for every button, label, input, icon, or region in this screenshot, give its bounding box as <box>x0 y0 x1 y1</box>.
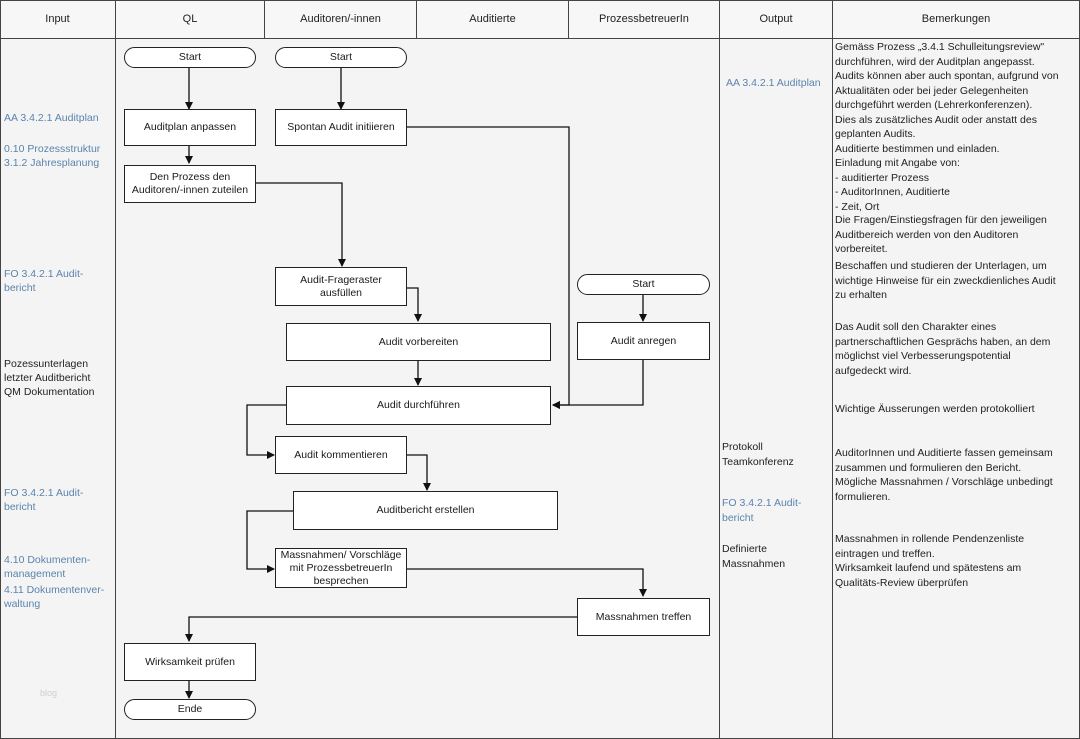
input-auditplan-ref: AA 3.4.2.1 Auditplan <box>4 112 99 124</box>
input-unterlagen-1: Pozessunterlagen <box>4 358 89 370</box>
arrow-durchfuehren-to-kommentieren <box>246 404 286 459</box>
step-audit-durchfuehren: Audit durchführen <box>286 386 551 425</box>
frame-top-line <box>0 0 1080 1</box>
start-terminal-auditoren: Start <box>275 47 407 68</box>
input-unterlagen-3: QM Dokumentation <box>4 386 95 398</box>
header-auditoren: Auditoren/-innen <box>265 0 416 38</box>
start-terminal-prozessbetreuer: Start <box>577 274 710 295</box>
arrow-spontan-to-durchfuehren <box>407 126 570 409</box>
end-terminal: Ende <box>124 699 256 720</box>
input-fo-ref-1-cont: bericht <box>4 282 36 294</box>
header-prozessbetreuer: ProzessbetreuerIn <box>569 0 719 38</box>
header-auditierte: Auditierte <box>417 0 568 38</box>
input-fo-ref-2: FO 3.4.2.1 Audit- <box>4 487 84 499</box>
frame-left-line <box>0 0 1 739</box>
arrow-treffen-to-wirksamkeit <box>185 616 577 642</box>
arrow-besprechen-to-treffen <box>407 568 647 597</box>
start-terminal-ql: Start <box>124 47 256 68</box>
input-dokumenten-2: management <box>4 568 66 580</box>
arrow-fragenraster-to-vorbereiten <box>407 287 422 322</box>
input-dokumenten-3: 4.11 Dokumentenver- <box>4 584 105 596</box>
remark-auditplan: Gemäss Prozess „3.4.1 Schulleitungsrevie… <box>835 41 1059 213</box>
input-fo-ref-2-cont: bericht <box>4 501 36 513</box>
step-spontan-audit: Spontan Audit initiieren <box>275 109 407 146</box>
remark-fragen: Die Fragen/Einstiegsfragen für den jewei… <box>835 214 1047 255</box>
output-fo-ref: FO 3.4.2.1 Audit- <box>722 497 802 509</box>
remark-pendenzen: Massnahmen in rollende Pendenzenliste ei… <box>835 533 1025 589</box>
column-divider-auditierte <box>568 0 569 38</box>
arrow-kommentieren-to-auditbericht <box>407 454 431 491</box>
input-unterlagen-2: letzter Auditbericht <box>4 372 91 384</box>
column-divider-ql <box>264 0 265 38</box>
column-divider-input <box>115 0 116 739</box>
output-teamkonferenz: Teamkonferenz <box>722 456 794 468</box>
header-bemerkungen: Bemerkungen <box>833 0 1079 38</box>
input-dokumenten-4: waltung <box>4 598 41 610</box>
watermark-text: blog <box>40 688 58 698</box>
column-divider-auditoren <box>416 0 417 38</box>
column-divider-prozessbetreuer <box>719 0 720 739</box>
remark-unterlagen: Beschaffen und studieren der Unterlagen,… <box>835 260 1056 301</box>
step-prozess-zuteilen: Den Prozess den Auditoren/-innen zuteile… <box>124 165 256 203</box>
step-audit-kommentieren: Audit kommentieren <box>275 436 407 474</box>
header-output: Output <box>720 0 832 38</box>
remark-charakter: Das Audit soll den Charakter eines partn… <box>835 321 1051 377</box>
output-fo-ref-cont: bericht <box>722 512 754 524</box>
remark-protokolliert: Wichtige Äusserungen werden protokollier… <box>835 403 1035 415</box>
column-divider-output <box>832 0 833 739</box>
step-wirksamkeit: Wirksamkeit prüfen <box>124 643 256 681</box>
output-protokoll: Protokoll <box>722 441 763 453</box>
output-massnahmen: Massnahmen <box>722 558 786 570</box>
arrow-auditbericht-to-besprechen <box>246 510 293 573</box>
step-audit-vorbereiten: Audit vorbereiten <box>286 323 551 361</box>
remark-bericht: AuditorInnen und Auditierte fassen gemei… <box>835 447 1053 503</box>
input-fo-ref-1: FO 3.4.2.1 Audit- <box>4 268 84 280</box>
step-massnahmen-treffen: Massnahmen treffen <box>577 598 710 636</box>
step-audit-anregen: Audit anregen <box>577 322 710 360</box>
arrow-anregen-to-durchfuehren <box>552 360 644 409</box>
input-prozessstruktur-ref: 0.10 Prozessstruktur <box>4 143 101 155</box>
header-ql: QL <box>116 0 264 38</box>
step-auditbericht: Auditbericht erstellen <box>293 491 558 530</box>
header-input: Input <box>0 0 115 38</box>
header-bottom-line <box>0 38 1080 39</box>
input-dokumenten-1: 4.10 Dokumenten- <box>4 554 91 566</box>
output-definierte: Definierte <box>722 543 767 555</box>
step-massnahmen-besprechen: Massnahmen/ Vorschläge mit Prozessbetreu… <box>275 548 407 588</box>
step-auditplan-anpassen: Auditplan anpassen <box>124 109 256 146</box>
output-auditplan: AA 3.4.2.1 Auditplan <box>726 77 821 89</box>
arrow-zuteilen-to-fragenraster <box>255 182 346 267</box>
step-fragenraster: Audit-Frageraster ausfüllen <box>275 267 407 306</box>
input-jahresplanung-ref: 3.1.2 Jahresplanung <box>4 157 100 169</box>
